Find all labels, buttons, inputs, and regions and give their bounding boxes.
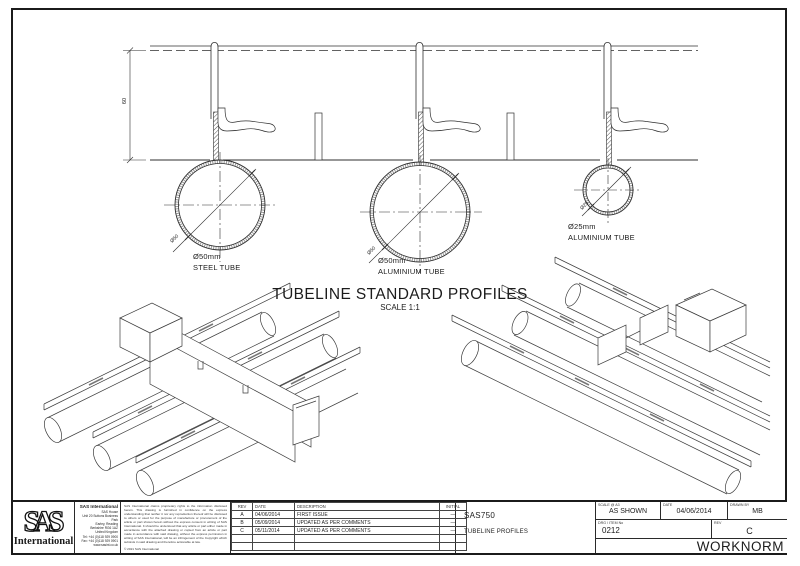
- date-field: DATE 04/06/2014: [661, 502, 728, 520]
- company-name: SAS International: [79, 504, 118, 509]
- copyright: © 2021 SAS International: [124, 547, 159, 551]
- disclaimer: SAS International claims proprietary rig…: [121, 502, 231, 553]
- aluminium-tube-caption: Ø50mm ALUMINIUM TUBE: [378, 255, 445, 277]
- dimension-60: [123, 47, 146, 164]
- steel-tube-caption: Ø50mm STEEL TUBE: [193, 251, 240, 273]
- sheet-border: [11, 8, 787, 555]
- dimension-60-label: 60: [122, 97, 129, 105]
- revision-header-row: REV DATE DESCRIPTION INITIAL: [231, 502, 467, 511]
- tube-material: ALUMINIUM TUBE: [378, 267, 445, 276]
- small-tube-caption: Ø25mm ALUMINIUM TUBE: [568, 221, 635, 243]
- steel-tube-section: Ø50: [164, 152, 276, 262]
- box-profile: [119, 302, 183, 363]
- tube-size: Ø50mm: [378, 256, 406, 265]
- revision-row: C 05/11/2014 UPDATED AS PER COMMENTS —: [231, 526, 467, 535]
- logo-text: SAS: [23, 504, 65, 538]
- company-info: SAS International SAS House Unit 20 Sutt…: [75, 502, 121, 553]
- drawing-title: TUBELINE STANDARD PROFILES: [272, 286, 528, 303]
- aluminium-tube-section: Ø50: [360, 155, 482, 273]
- section-view: [123, 42, 698, 166]
- slotted-rail: [501, 284, 771, 423]
- logo-subtext: International: [13, 535, 74, 547]
- revision-row-empty: [231, 534, 467, 543]
- slotted-rail: [451, 314, 752, 468]
- rev-field: REV C: [714, 521, 753, 537]
- dim-label: Ø50: [366, 245, 377, 256]
- revision-row: B 05/09/2014 UPDATED AS PER COMMENTS —: [231, 518, 467, 527]
- hanger-bracket: [415, 42, 481, 163]
- panel-clip: [314, 112, 323, 161]
- box-bracket: [675, 288, 747, 353]
- disclaimer-text: SAS International claims proprietary rig…: [124, 504, 227, 544]
- isometric-view-right: [451, 256, 771, 495]
- title-block: SAS International SAS International SAS …: [13, 500, 787, 553]
- product-name: TUBELINE PROFILES: [464, 529, 529, 535]
- small-aluminium-tube-section: Ø25: [574, 158, 642, 224]
- company-logo: SAS International: [13, 502, 75, 553]
- scale-note: SCALE 1:1: [380, 303, 420, 312]
- hanger-bracket: [603, 42, 669, 166]
- dim-label: Ø25: [579, 200, 590, 211]
- splice-plates: [597, 304, 669, 366]
- cross-carrier: [149, 324, 320, 463]
- tube-material: ALUMINIUM TUBE: [568, 233, 635, 242]
- dim-label: Ø50: [169, 233, 180, 244]
- revision-row: A 04/06/2014 FIRST ISSUE —: [231, 510, 467, 519]
- tube-material: STEEL TUBE: [193, 263, 241, 272]
- title-block-fields: SCALE @ A3 AS SHOWN DATE 04/06/2014 DRAW…: [596, 502, 787, 553]
- tube-size: Ø50mm: [193, 252, 221, 261]
- drg-item-field: DRG / ITEM No 0212: [596, 520, 712, 538]
- revision-table: REV DATE DESCRIPTION INITIAL A 04/06/201…: [231, 502, 467, 553]
- scale-field: SCALE @ A3 AS SHOWN: [596, 502, 661, 520]
- hanger-bracket: [210, 42, 276, 161]
- worknorm-label: WORKNORM: [696, 539, 784, 554]
- product-code: SAS750: [464, 511, 496, 520]
- drawing-identity: SAS750 TUBELINE PROFILES: [456, 502, 596, 553]
- revision-row-empty: [231, 542, 467, 551]
- panel-clip: [506, 112, 515, 161]
- tube-size: Ø25mm: [568, 222, 596, 231]
- drawn-by-field: DRAWN BY MB: [730, 503, 763, 515]
- isometric-view-left: [43, 282, 361, 496]
